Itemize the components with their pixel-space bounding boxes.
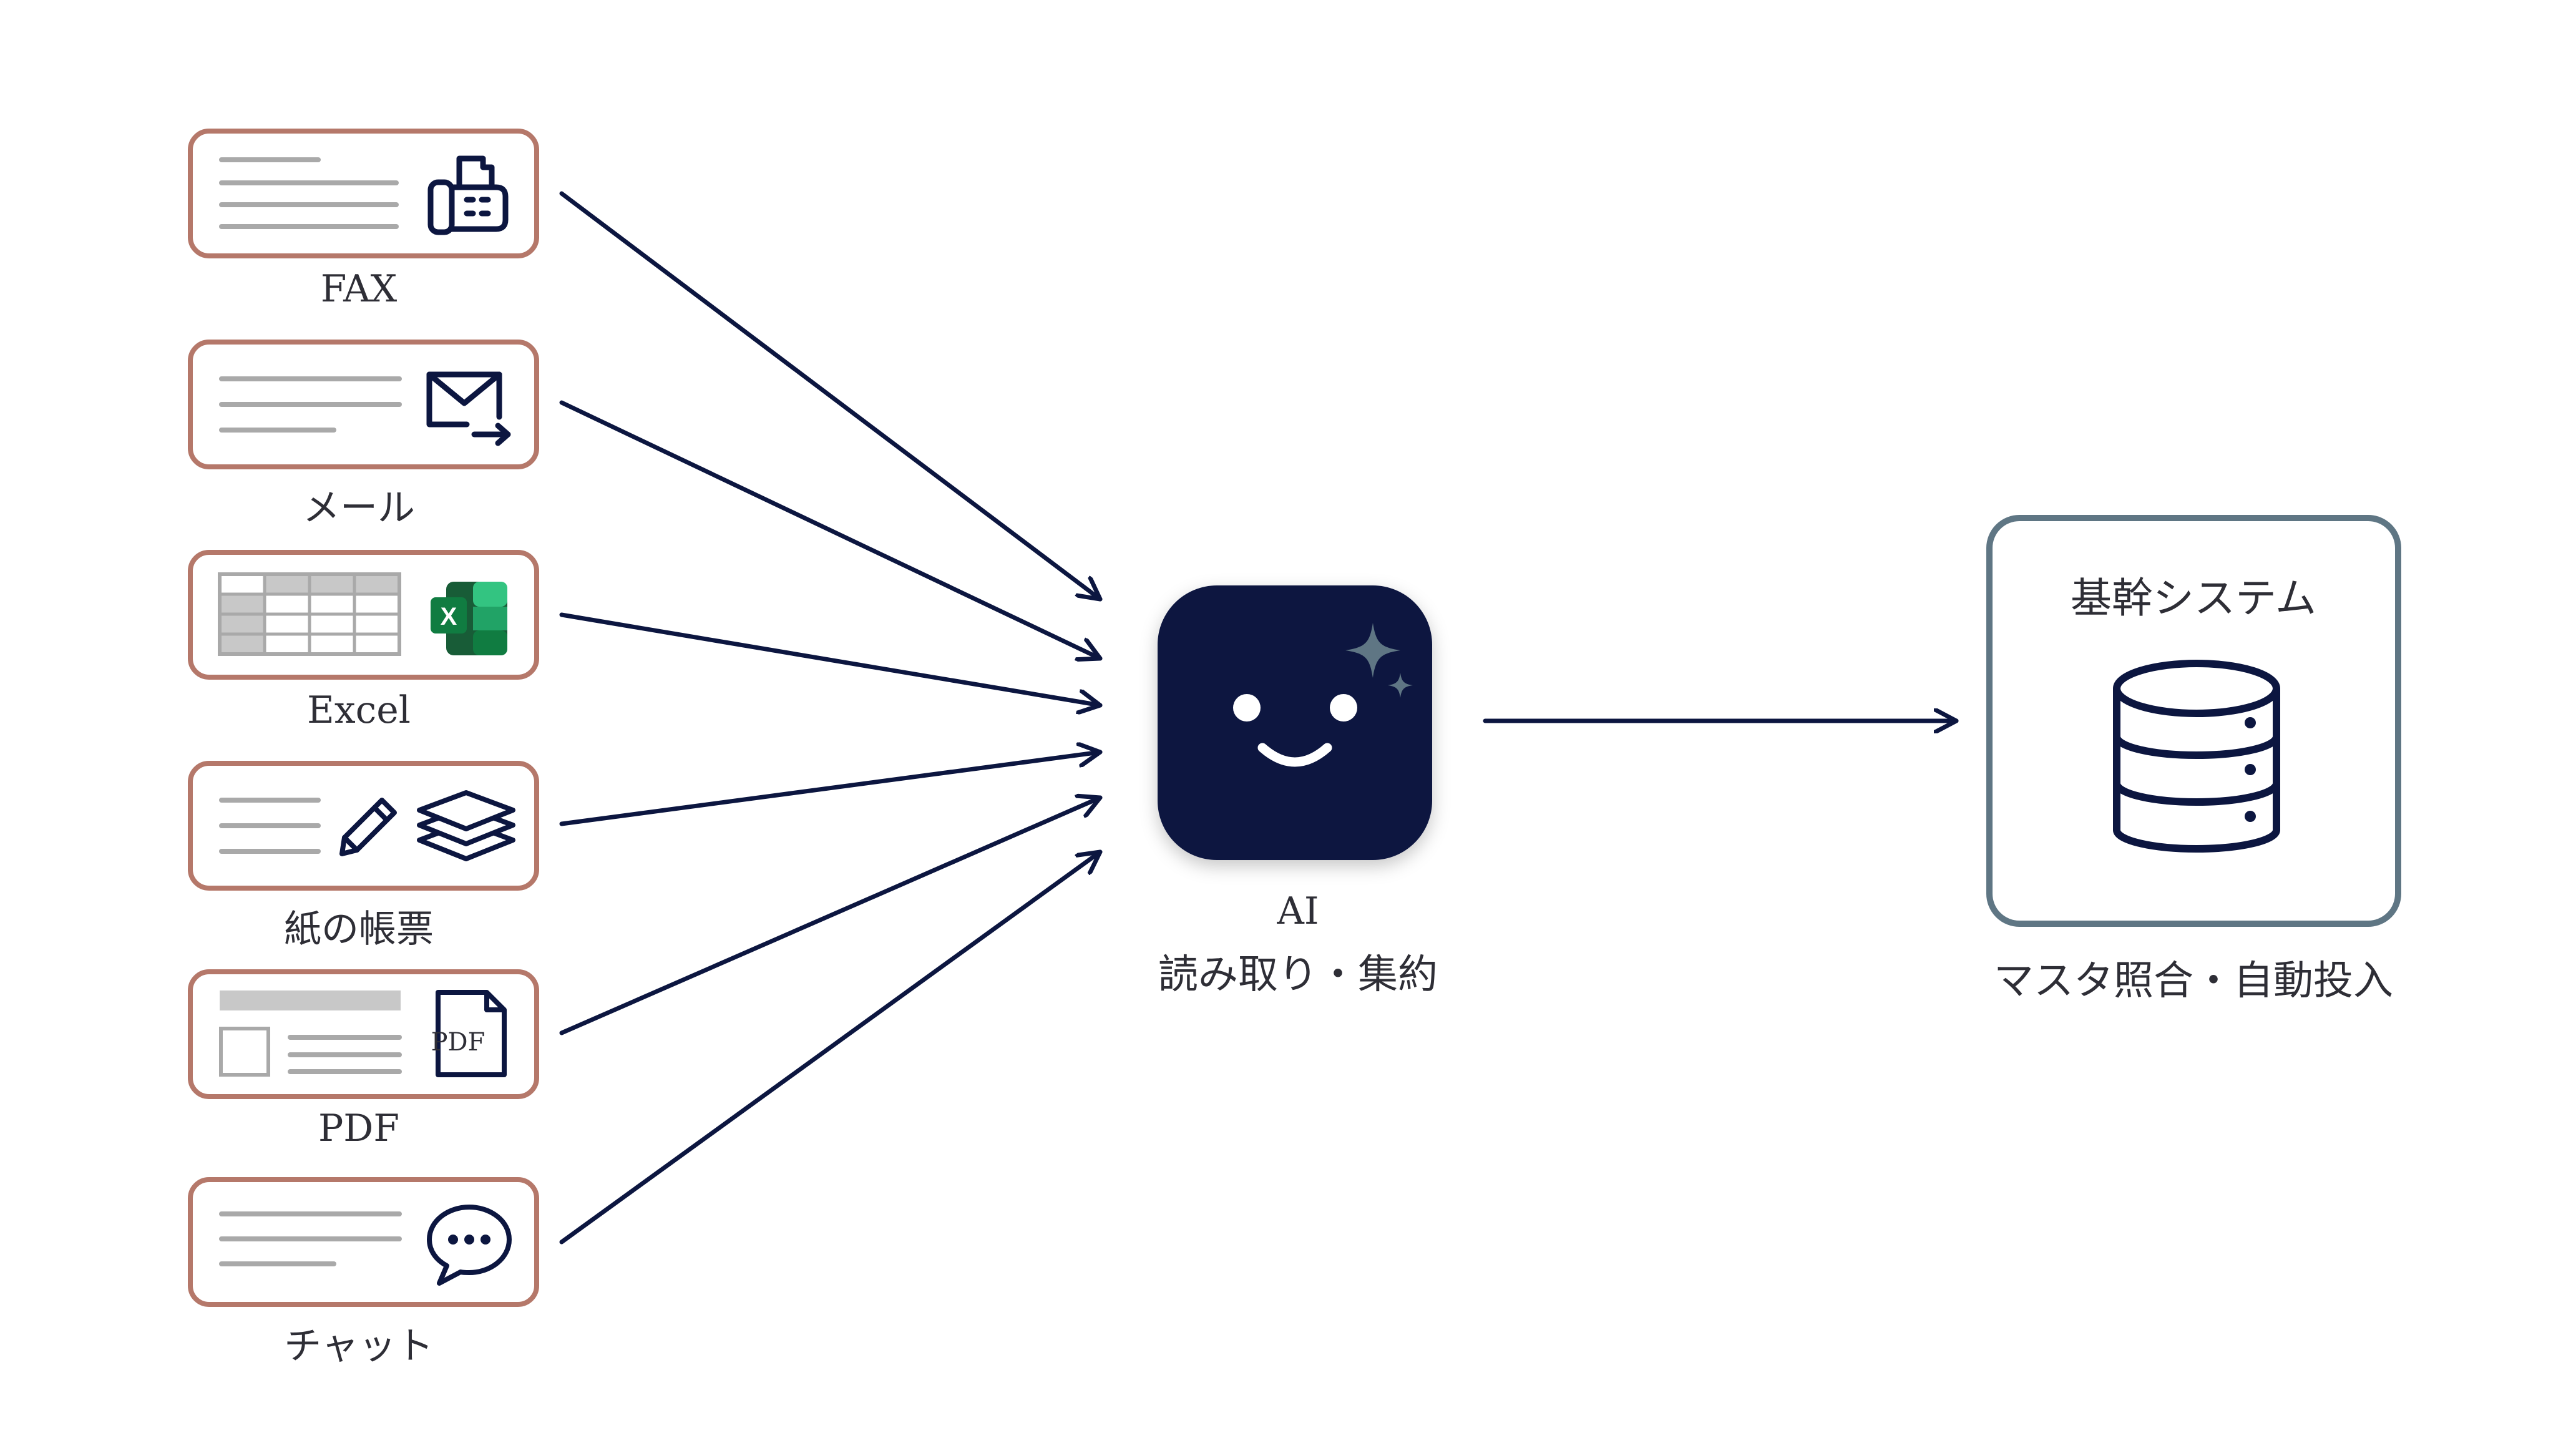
mail-icon <box>426 371 511 446</box>
system-caption: マスタ照合・自動投入 <box>1994 958 2393 1004</box>
spreadsheet-grid <box>218 572 401 656</box>
source-card-chat <box>188 1177 539 1307</box>
source-card-fax <box>188 129 539 258</box>
sparkle-large <box>1345 623 1400 678</box>
database-indicator-dots <box>2245 717 2256 822</box>
source-label-paper: 紙の帳票 <box>284 907 434 951</box>
pdf-badge-text: PDF <box>431 1028 485 1057</box>
left-eye <box>1233 694 1261 721</box>
fax-icon <box>427 155 509 235</box>
pdf-icon: PDF <box>431 990 507 1077</box>
pencil-icon <box>339 798 397 856</box>
arrow-mail-to-ai <box>559 400 1103 658</box>
layers-icon <box>417 790 515 861</box>
text-lines <box>288 1035 402 1074</box>
ai-caption: 読み取り・集約 <box>1158 952 1438 998</box>
source-label-excel: Excel <box>307 688 411 732</box>
arrow-excel-to-ai <box>559 612 1103 705</box>
arrow-paper-to-ai <box>559 752 1103 826</box>
arrow-pdf-to-ai <box>559 798 1103 1035</box>
image-box <box>219 1027 270 1077</box>
header-bar <box>220 990 401 1010</box>
core-system-node <box>1986 515 2401 927</box>
smiling-ai-sparkle-icon <box>1233 623 1413 767</box>
text-lines <box>219 1211 402 1266</box>
excel-icon: X <box>431 582 507 655</box>
database-icon <box>2113 660 2280 853</box>
right-eye <box>1330 694 1357 721</box>
text-lines <box>219 157 399 229</box>
source-label-fax: FAX <box>320 267 398 311</box>
ai-node <box>1158 585 1432 860</box>
source-label-pdf: PDF <box>318 1107 400 1150</box>
source-label-mail: メール <box>303 486 415 530</box>
chat-icon <box>427 1205 512 1286</box>
input-arrows <box>559 191 1103 1245</box>
ai-label: AI <box>1277 889 1319 933</box>
source-card-paper <box>188 761 539 891</box>
text-lines <box>219 798 321 854</box>
arrow-fax-to-ai <box>559 191 1103 602</box>
source-card-excel: X <box>188 550 539 680</box>
sparkle-small <box>1388 673 1413 698</box>
excel-badge-letter: X <box>441 603 457 630</box>
source-label-chat: チャット <box>284 1324 434 1368</box>
source-card-pdf: PDF <box>188 969 539 1099</box>
source-card-mail <box>188 340 539 469</box>
text-lines <box>219 376 402 433</box>
arrow-chat-to-ai <box>559 849 1103 1245</box>
system-title: 基幹システム <box>2070 574 2317 622</box>
smile <box>1257 743 1332 767</box>
